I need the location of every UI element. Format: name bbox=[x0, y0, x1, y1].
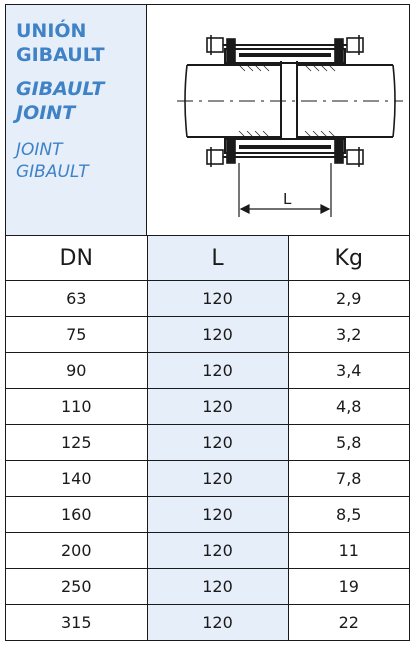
cell-dn: 315 bbox=[6, 604, 148, 640]
bottom-sleeve bbox=[224, 136, 346, 164]
table-row: 140 120 7,8 bbox=[6, 460, 409, 497]
title-french-line-1: JOINT bbox=[16, 140, 63, 160]
table-row: 125 120 5,8 bbox=[6, 424, 409, 461]
cell-kg: 4,8 bbox=[288, 388, 409, 425]
column-header-l: L bbox=[147, 235, 289, 281]
title-english: GIBAULT JOINT bbox=[16, 77, 146, 125]
cell-kg: 11 bbox=[288, 532, 409, 569]
table-row: 110 120 4,8 bbox=[6, 388, 409, 425]
cell-kg: 3,4 bbox=[288, 352, 409, 389]
title-french-line-2: GIBAULT bbox=[16, 162, 89, 182]
title-english-line-2: JOINT bbox=[16, 102, 76, 124]
cell-dn: 125 bbox=[6, 424, 148, 461]
dimension-label: L bbox=[283, 190, 292, 208]
column-header-dn: DN bbox=[6, 235, 148, 281]
table-row: 90 120 3,4 bbox=[6, 352, 409, 389]
cell-dn: 160 bbox=[6, 496, 148, 533]
cell-kg: 22 bbox=[288, 604, 409, 640]
cell-kg: 19 bbox=[288, 568, 409, 605]
title-spanish-line-1: UNIÓN bbox=[16, 20, 87, 42]
table-row: 200 120 11 bbox=[6, 532, 409, 569]
cell-kg: 8,5 bbox=[288, 496, 409, 533]
technical-drawing-cell: L bbox=[147, 5, 409, 235]
cell-l: 120 bbox=[147, 280, 289, 317]
cell-l: 120 bbox=[147, 424, 289, 461]
table-row: 250 120 19 bbox=[6, 568, 409, 605]
cell-l: 120 bbox=[147, 388, 289, 425]
cell-dn: 250 bbox=[6, 568, 148, 605]
table-row: 315 120 22 bbox=[6, 604, 409, 640]
table-row: 160 120 8,5 bbox=[6, 496, 409, 533]
table-header-row: DN L Kg bbox=[6, 235, 409, 281]
cell-kg: 7,8 bbox=[288, 460, 409, 497]
cell-dn: 200 bbox=[6, 532, 148, 569]
title-french: JOINT GIBAULT bbox=[16, 139, 146, 183]
dimension-line bbox=[238, 163, 332, 217]
title-cell: UNIÓN GIBAULT GIBAULT JOINT JOINT GIBAUL… bbox=[6, 5, 147, 235]
cell-dn: 140 bbox=[6, 460, 148, 497]
title-spanish-line-2: GIBAULT bbox=[16, 44, 105, 66]
cell-kg: 3,2 bbox=[288, 316, 409, 353]
top-sleeve bbox=[224, 38, 346, 66]
cell-l: 120 bbox=[147, 604, 289, 640]
cell-dn: 63 bbox=[6, 280, 148, 317]
cell-l: 120 bbox=[147, 352, 289, 389]
cell-l: 120 bbox=[147, 496, 289, 533]
product-sheet: UNIÓN GIBAULT GIBAULT JOINT JOINT GIBAUL… bbox=[5, 4, 410, 641]
gibault-joint-drawing: L bbox=[177, 35, 403, 217]
column-header-kg: Kg bbox=[288, 235, 409, 281]
cell-kg: 2,9 bbox=[288, 280, 409, 317]
table-row: 75 120 3,2 bbox=[6, 316, 409, 353]
dimensions-table: DN L Kg 63 120 2,9 75 120 3,2 90 120 3,4 bbox=[6, 235, 409, 640]
bottom-bolt bbox=[206, 147, 364, 167]
cell-dn: 110 bbox=[6, 388, 148, 425]
header: UNIÓN GIBAULT GIBAULT JOINT JOINT GIBAUL… bbox=[6, 5, 409, 235]
table-row: 63 120 2,9 bbox=[6, 280, 409, 317]
cell-dn: 75 bbox=[6, 316, 148, 353]
top-bolt bbox=[206, 35, 364, 55]
cell-l: 120 bbox=[147, 568, 289, 605]
title-english-line-1: GIBAULT bbox=[16, 78, 105, 100]
cell-l: 120 bbox=[147, 316, 289, 353]
cell-dn: 90 bbox=[6, 352, 148, 389]
cell-kg: 5,8 bbox=[288, 424, 409, 461]
title-spanish: UNIÓN GIBAULT bbox=[16, 19, 146, 67]
cell-l: 120 bbox=[147, 460, 289, 497]
cell-l: 120 bbox=[147, 532, 289, 569]
